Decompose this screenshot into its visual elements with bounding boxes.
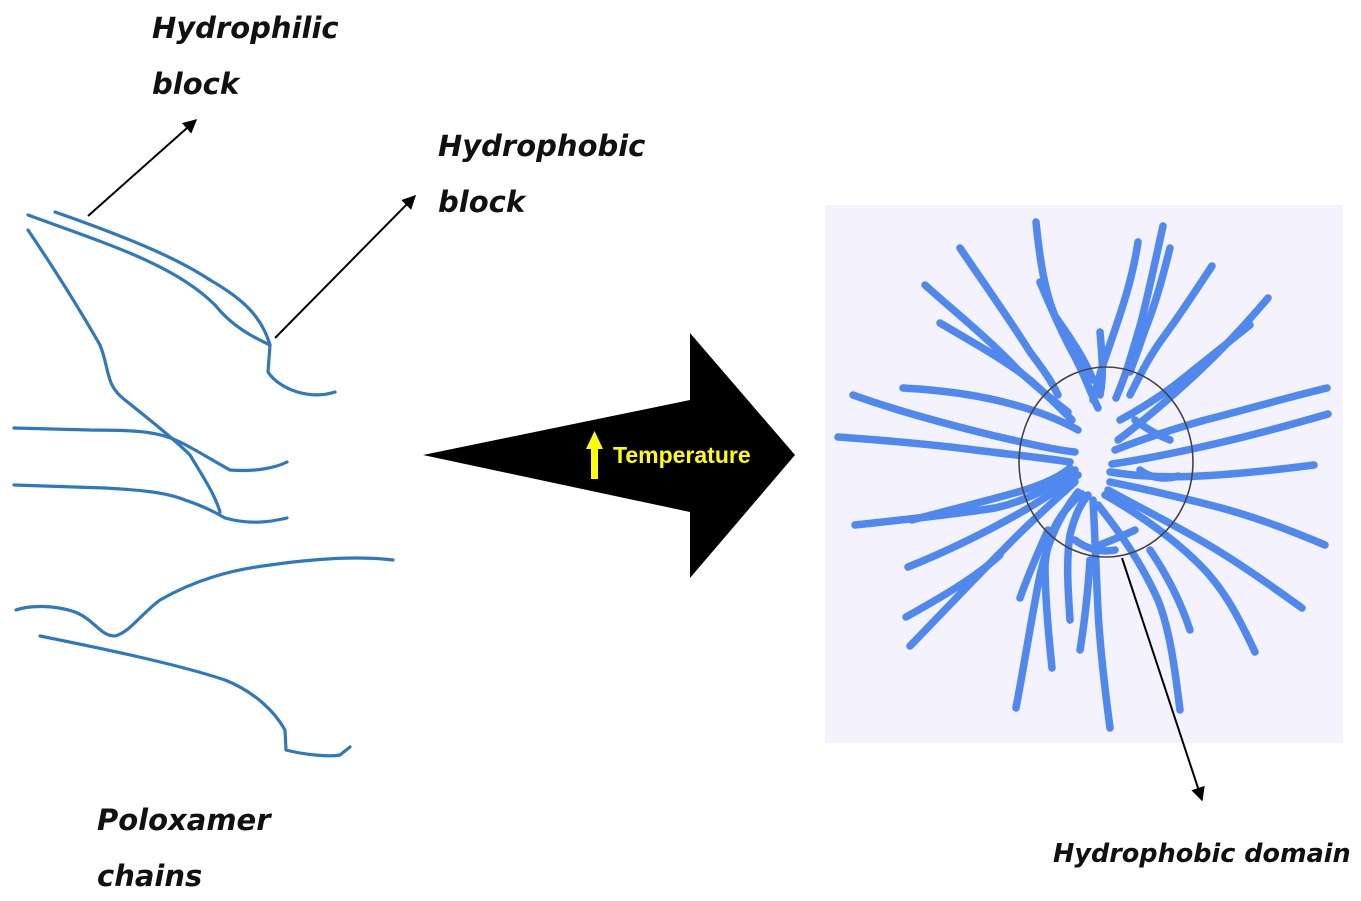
hydrophilic-label-line2: block: [152, 67, 241, 101]
poloxamer-chain: [14, 556, 395, 638]
poloxamer-label-line1: Poloxamer: [97, 803, 272, 837]
micelle-chain: [1131, 416, 1174, 444]
micelle-chain: [1112, 222, 1167, 402]
micelle-chain: [908, 464, 1074, 524]
micelle-chain: [1076, 556, 1094, 654]
hydrophobic-label-line1: Hydrophobic: [438, 129, 645, 163]
micelle-chain: [1108, 410, 1332, 468]
micelle-chain: [1126, 262, 1216, 399]
temperature-up-icon: [586, 431, 603, 479]
micelle-chain: [1016, 526, 1052, 602]
micelle-chain: [902, 551, 1004, 621]
micelle-chains-group: [834, 218, 1332, 732]
micelle-chain: [1146, 546, 1194, 634]
micelle-chain: [1036, 278, 1102, 412]
micelle-chain: [1071, 536, 1119, 555]
poloxamer-chain: [12, 426, 289, 473]
micelle-chain: [849, 391, 1079, 456]
micelle-chain: [1089, 496, 1114, 732]
poloxamer-chain: [12, 483, 289, 524]
poloxamer-label-line2: chains: [97, 859, 202, 893]
hydrophilic-label-line1: Hydrophilic: [152, 11, 339, 45]
poloxamer-chain: [26, 213, 337, 397]
hydrophobic-domain-label: Hydrophobic domain: [1053, 839, 1351, 869]
transition-arrow: [423, 333, 795, 578]
micelle-chain: [1111, 384, 1331, 454]
domain-pointer-arrow: [1121, 557, 1205, 802]
hydrophilic-pointer-arrow: [87, 119, 198, 217]
micelle-chain: [899, 384, 1082, 434]
micelle-chain: [1104, 486, 1306, 612]
micelle-chain: [1063, 491, 1092, 624]
hydrophobic-pointer-arrow: [274, 195, 416, 339]
temperature-label: Temperature: [613, 442, 751, 468]
poloxamer-chains-group: [12, 210, 395, 758]
poloxamer-chain: [53, 210, 272, 347]
micelle-chain: [906, 478, 1079, 650]
micelle-chain: [851, 466, 1079, 529]
micelle-chain: [1096, 328, 1107, 399]
micelle-chain: [1136, 466, 1182, 482]
micelle-chain: [1101, 491, 1259, 656]
micelle-chain: [1096, 526, 1139, 549]
micelle-chain: [1106, 478, 1329, 549]
hydrophobic-domain-outline: [1018, 366, 1194, 558]
poloxamer-chain: [26, 228, 222, 514]
micelle-chain: [834, 433, 1074, 466]
micelle-chain: [936, 319, 1076, 424]
micelle-chain: [1126, 244, 1174, 376]
micelle-chain: [956, 244, 1062, 399]
hydrophobic-label-line2: block: [438, 185, 527, 219]
poloxamer-chain: [38, 634, 352, 758]
micelle-chain: [904, 471, 1082, 571]
micelle-chain: [1106, 461, 1318, 481]
micelle-chain: [1116, 321, 1254, 424]
micelle-chain: [1041, 490, 1086, 672]
micelle-chain: [1094, 501, 1184, 714]
micelle-chain: [1089, 238, 1142, 404]
